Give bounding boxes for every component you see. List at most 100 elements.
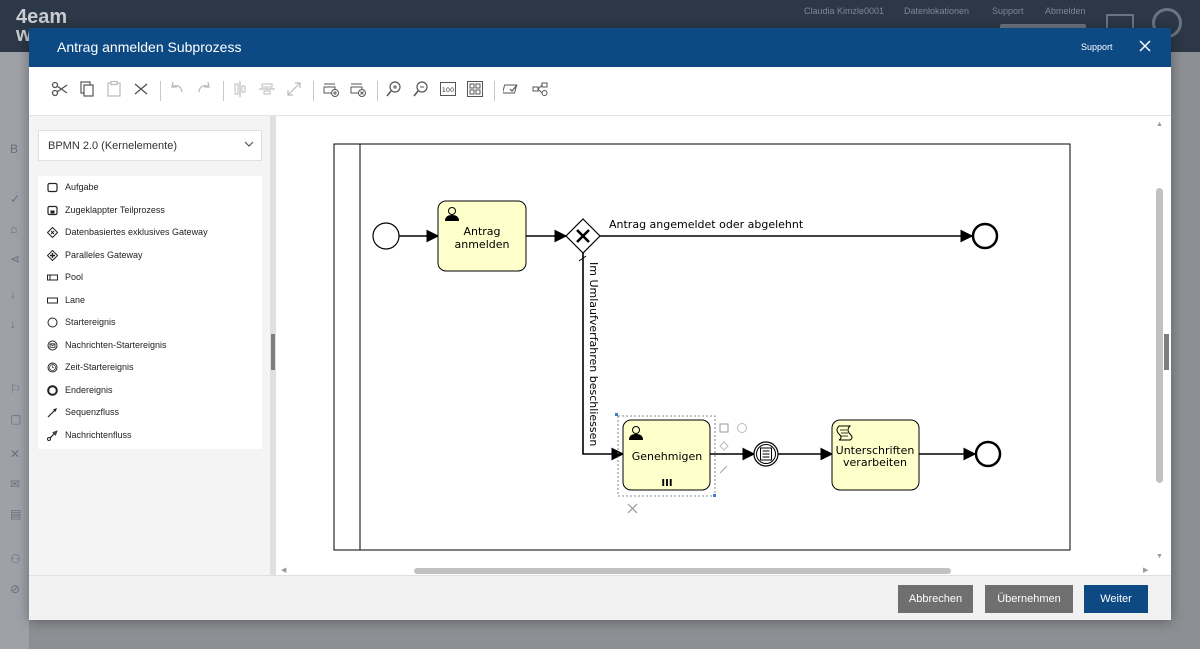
multi-instance-marker: III [661, 478, 672, 489]
palette-item-sequenzfluss[interactable]: Sequenzfluss [38, 402, 262, 422]
app-sidebar: B✓⌂ ⋖↓↓ ⚐▢✕ ✉▤⚇ ⊘ [0, 52, 29, 649]
apply-button[interactable]: Übernehmen [985, 585, 1073, 613]
task-antrag-anmelden[interactable]: Antrag anmelden [437, 200, 527, 272]
align-horizontal-icon[interactable] [256, 78, 278, 100]
sequence-flow-icon [47, 408, 57, 418]
dialog-titlebar: Antrag anmelden Subprozess Support [29, 28, 1171, 67]
bpmn-diagram: Antrag anmelden Antrag angemeldet oder a… [333, 143, 1071, 551]
pool-icon [47, 274, 58, 281]
share-icon[interactable] [529, 78, 551, 100]
redo-icon[interactable] [193, 78, 215, 100]
task-unterschriften-verarbeiten[interactable]: Unterschriften verarbeiten [831, 419, 920, 491]
palette-item-endereignis[interactable]: Endereignis [38, 380, 262, 400]
context-connect-icon[interactable] [719, 465, 728, 474]
context-task-icon[interactable] [719, 423, 729, 433]
palette-item-exklusives-gateway[interactable]: Datenbasiertes exklusives Gateway [38, 222, 262, 242]
cut-icon[interactable] [49, 78, 71, 100]
palette-item-zeit-start[interactable]: Zeit-Startereignis [38, 357, 262, 377]
task-label: verarbeiten [843, 456, 907, 469]
lane-icon [47, 297, 58, 304]
scroll-left-arrow[interactable]: ◀ [281, 567, 287, 574]
task-label: Unterschriften [836, 444, 915, 457]
sequence-flow[interactable] [582, 253, 625, 461]
toolbar-separator [494, 81, 495, 101]
next-button[interactable]: Weiter [1084, 585, 1148, 613]
undo-icon[interactable] [166, 78, 188, 100]
horizontal-scrollbar[interactable] [414, 568, 951, 574]
zoom-out-icon[interactable] [410, 78, 432, 100]
nav-abmelden[interactable]: Abmelden [1045, 6, 1086, 16]
zoom-100-icon[interactable]: 100 [437, 78, 459, 100]
scroll-up-arrow[interactable]: ▲ [1156, 121, 1163, 128]
close-icon[interactable] [1137, 38, 1153, 54]
intermediate-conditional-event[interactable] [753, 441, 779, 467]
palette-list: Aufgabe Zugeklappter Teilprozess Datenba… [38, 176, 262, 449]
end-event-icon [47, 385, 58, 396]
palette-select[interactable]: BPMN 2.0 (Kernelemente) [38, 130, 262, 161]
right-panel-handle[interactable] [1164, 334, 1169, 370]
scroll-right-arrow[interactable]: ▶ [1143, 567, 1149, 574]
task-label: Antrag [463, 225, 500, 238]
task-label: Genehmigen [632, 450, 703, 463]
nav-user[interactable]: Claudia Kimzle0001 [804, 6, 885, 16]
toolbar-separator [377, 81, 378, 101]
selection-box [617, 415, 716, 497]
message-flow-icon [47, 430, 58, 441]
palette-item-paralleles-gateway[interactable]: Paralleles Gateway [38, 245, 262, 265]
align-vertical-icon[interactable] [229, 78, 251, 100]
script-task-icon [836, 425, 853, 441]
remove-lane-icon[interactable] [347, 78, 369, 100]
dialog-footer: Abbrechen Übernehmen Weiter [29, 575, 1171, 620]
scroll-down-arrow[interactable]: ▼ [1156, 553, 1163, 560]
palette-item-startereignis[interactable]: Startereignis [38, 312, 262, 332]
palette-item-teilprozess[interactable]: Zugeklappter Teilprozess [38, 200, 262, 220]
wrench-icon[interactable] [627, 503, 638, 514]
flow-label-vertical: Im Umlaufverfahren beschliessen [587, 262, 600, 446]
delete-icon[interactable] [130, 78, 152, 100]
toolbar: 100 [29, 67, 1171, 116]
validate-icon[interactable] [501, 78, 523, 100]
zoom-in-icon[interactable] [383, 78, 405, 100]
vertical-scrollbar[interactable] [1156, 188, 1163, 483]
splitter-handle[interactable] [271, 334, 275, 370]
support-link[interactable]: Support [1081, 42, 1113, 52]
cancel-button[interactable]: Abbrechen [898, 585, 973, 613]
palette-item-lane[interactable]: Lane [38, 290, 262, 310]
toolbar-separator [313, 81, 314, 101]
copy-icon[interactable] [76, 78, 98, 100]
palette-item-nachrichtenfluss[interactable]: Nachrichtenfluss [38, 425, 262, 445]
toolbar-separator [160, 81, 161, 101]
end-event[interactable] [974, 440, 1002, 468]
diagram-canvas[interactable]: Antrag anmelden Antrag angemeldet oder a… [276, 116, 1169, 575]
user-task-icon [629, 426, 643, 440]
end-event[interactable] [971, 222, 999, 250]
nav-support[interactable]: Support [992, 6, 1024, 16]
palette-item-aufgabe[interactable]: Aufgabe [38, 177, 262, 197]
task-icon [47, 182, 58, 193]
chevron-down-icon [244, 141, 254, 147]
context-gateway-icon[interactable] [719, 441, 729, 451]
default-flow-marker [578, 255, 587, 262]
editor-dialog: Antrag anmelden Subprozess Support 100 B… [29, 28, 1171, 620]
resize-handle[interactable] [615, 413, 618, 416]
start-event-icon [47, 317, 58, 328]
overview-icon[interactable] [464, 78, 486, 100]
context-event-icon[interactable] [737, 423, 747, 433]
nav-datenlokationen[interactable]: Datenlokationen [904, 6, 970, 16]
paste-icon[interactable] [103, 78, 125, 100]
timer-start-event-icon [47, 362, 58, 373]
toolbar-separator [223, 81, 224, 101]
flow-label: Antrag angemeldet oder abgelehnt [609, 218, 804, 231]
collapsed-subprocess-icon [47, 205, 58, 216]
palette-item-nachrichten-start[interactable]: Nachrichten-Startereignis [38, 335, 262, 355]
palette-select-value: BPMN 2.0 (Kernelemente) [48, 140, 177, 152]
start-event[interactable] [372, 222, 400, 250]
palette-panel: BPMN 2.0 (Kernelemente) Aufgabe Zugeklap… [29, 116, 270, 575]
fit-icon[interactable] [283, 78, 305, 100]
add-lane-above-icon[interactable] [320, 78, 342, 100]
message-start-event-icon [47, 340, 58, 351]
palette-item-pool[interactable]: Pool [38, 267, 262, 287]
task-genehmigen[interactable]: Genehmigen III [622, 419, 711, 491]
resize-handle[interactable] [713, 494, 716, 497]
